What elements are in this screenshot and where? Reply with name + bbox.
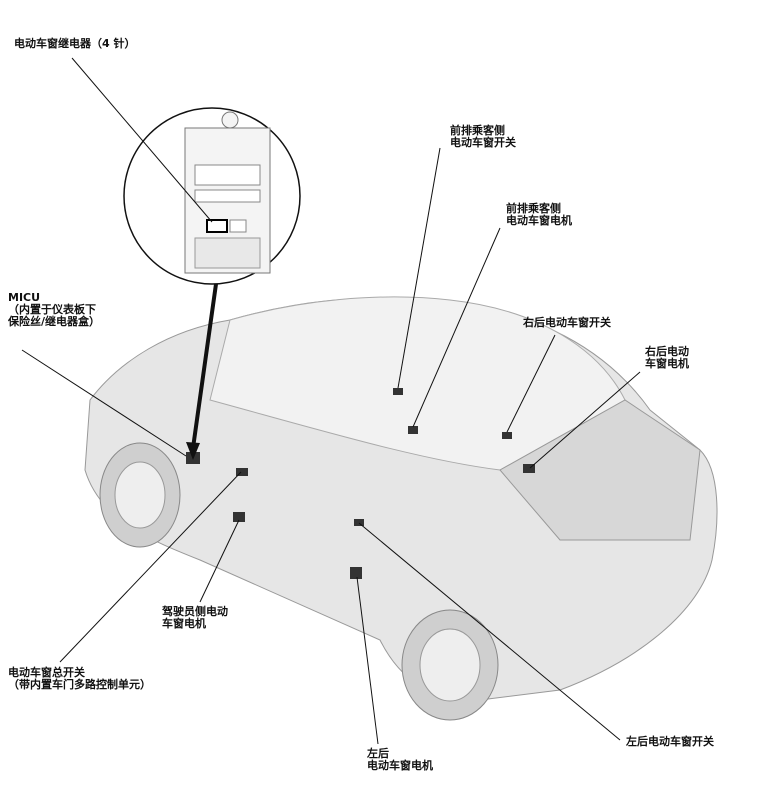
front-passenger-switch-marker: [393, 388, 403, 395]
label-line: 前排乘客侧: [506, 202, 561, 215]
relay-label: 电动车窗继电器（4 针）: [14, 37, 136, 50]
left-rear-switch-label: 左后电动车窗开关: [626, 735, 714, 748]
right-rear-motor-label: 右后电动 车窗电机: [645, 346, 689, 370]
right-rear-switch-label: 右后电动车窗开关: [523, 316, 611, 329]
driver-motor-label: 驾驶员侧电动 车窗电机: [162, 606, 228, 630]
label-line: （带内置车门多路控制单元）: [8, 678, 151, 691]
label-line: 电动车窗总开关: [8, 666, 85, 679]
micu-label: MICU （内置于仪表板下 保险丝/继电器盒）: [8, 292, 100, 328]
label-line: MICU: [8, 291, 41, 304]
label-line: 保险丝/继电器盒）: [8, 315, 101, 328]
front-passenger-motor-marker: [408, 426, 418, 434]
label-line: 驾驶员侧电动: [162, 605, 228, 618]
left-rear-motor-label: 左后 电动车窗电机: [367, 748, 433, 772]
vehicle-illustration: [84, 296, 718, 721]
label-line: 车窗电机: [645, 357, 689, 370]
master-switch-label: 电动车窗总开关 （带内置车门多路控制单元）: [8, 667, 151, 691]
label-line: 电动车窗开关: [450, 136, 516, 149]
label-line: 右后电动: [645, 345, 689, 358]
front-passenger-switch-label: 前排乘客侧 电动车窗开关: [450, 125, 516, 149]
left-rear-switch-marker: [354, 519, 364, 526]
right-rear-switch-marker: [502, 432, 512, 439]
master-switch-marker: [236, 468, 248, 476]
driver-motor-marker: [233, 512, 245, 522]
label-line: （内置于仪表板下: [8, 303, 96, 316]
left-rear-motor-marker: [350, 567, 362, 579]
label-line: 车窗电机: [162, 617, 206, 630]
label-line: 电动车窗电机: [367, 759, 433, 772]
label-line: 电动车窗电机: [506, 214, 572, 227]
label-line: 前排乘客侧: [450, 124, 505, 137]
relay-box-detail: [123, 107, 301, 460]
right-rear-motor-marker: [523, 464, 535, 473]
label-line: 左后: [367, 747, 389, 760]
leader-lines: [21, 57, 641, 745]
front-passenger-motor-label: 前排乘客侧 电动车窗电机: [506, 203, 572, 227]
